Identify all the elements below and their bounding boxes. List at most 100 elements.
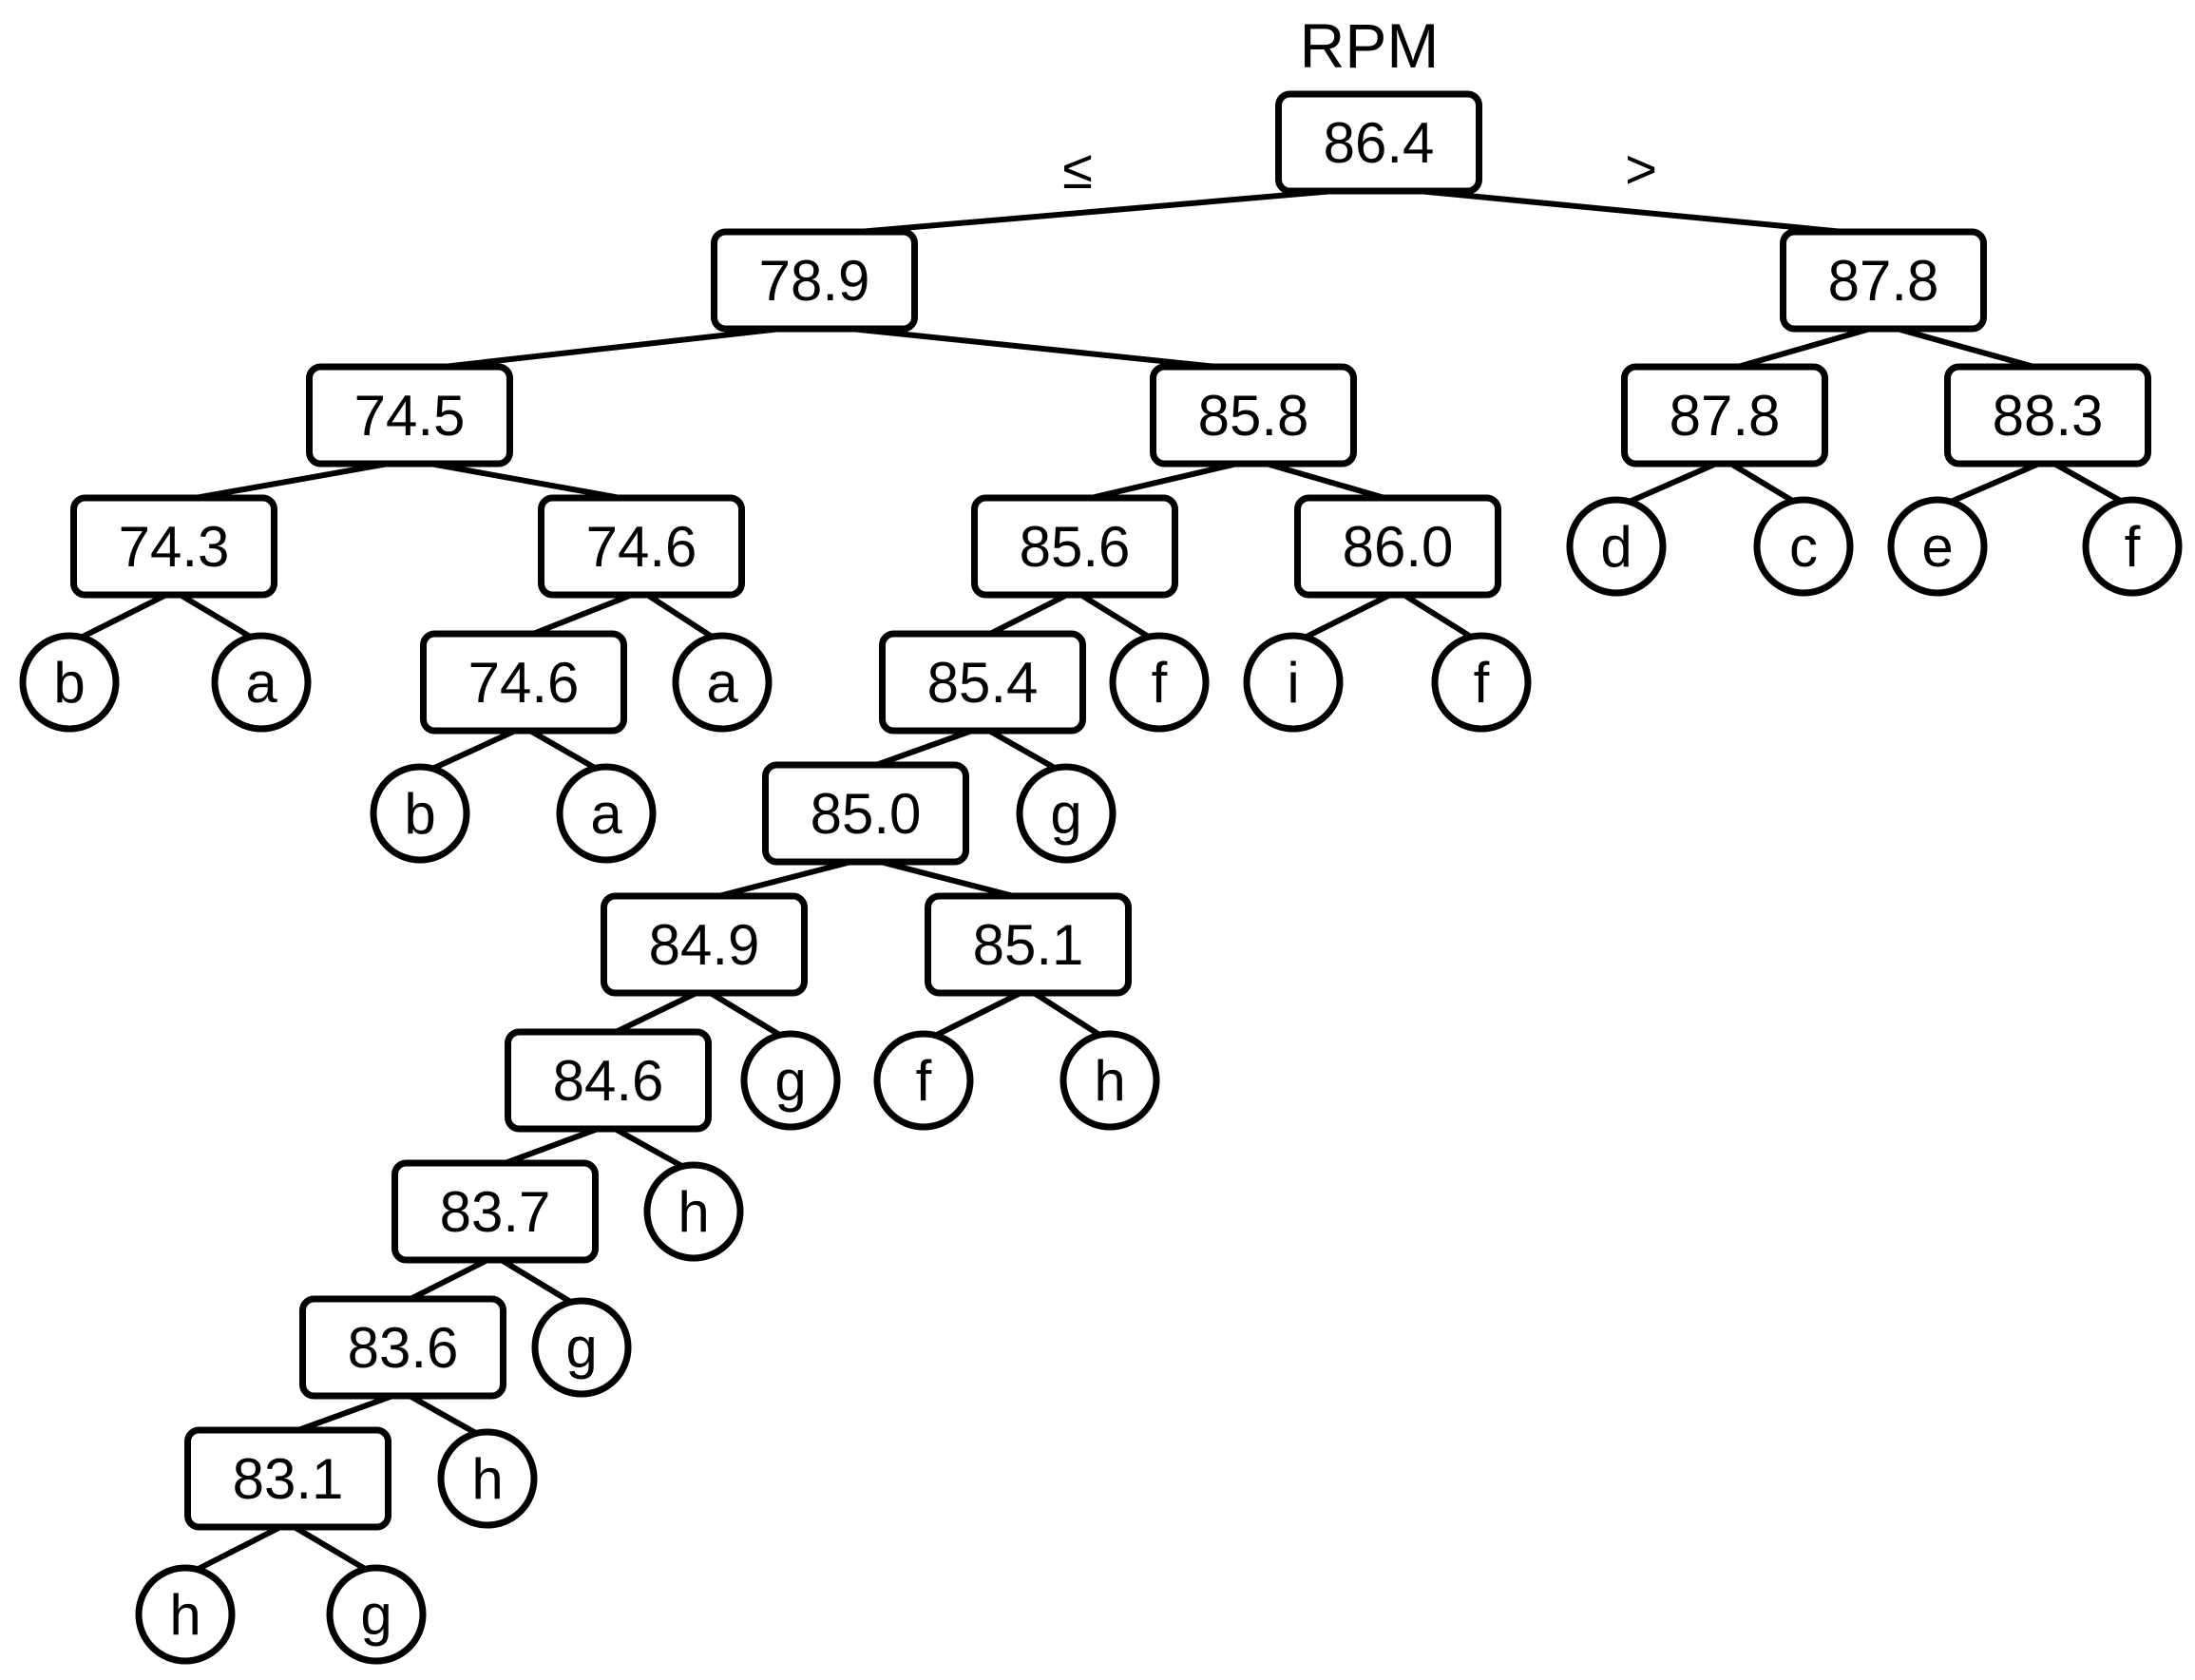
threshold-label-n4: 85.8	[1198, 384, 1309, 448]
leaf-label-l4: f	[2125, 515, 2141, 579]
split-node-n13: 85.0	[762, 761, 969, 866]
edge-n0-n1	[811, 184, 1382, 239]
leaf-node-l11: b	[370, 763, 470, 864]
split-node-n4: 85.8	[1150, 363, 1357, 468]
split-node-n9: 85.6	[971, 494, 1178, 599]
tree-header: RPM ≤ >	[1062, 10, 1657, 200]
edge-n19-l20	[182, 1520, 291, 1578]
leaf-node-l5: b	[19, 632, 120, 733]
threshold-label-n7: 74.3	[119, 515, 230, 579]
split-node-n14: 84.9	[601, 892, 808, 997]
split-node-n1: 78.9	[711, 228, 918, 333]
leaf-label-l17: h	[678, 1180, 709, 1244]
split-node-n3: 74.5	[306, 363, 513, 468]
split-node-n8: 74.6	[538, 494, 745, 599]
leaf-node-l16: h	[1059, 1030, 1160, 1131]
threshold-label-n5: 87.8	[1670, 384, 1781, 448]
edge-n9-n12	[980, 588, 1078, 640]
threshold-label-n10: 86.0	[1343, 515, 1454, 579]
leaf-label-l5: b	[53, 651, 85, 715]
threshold-label-n18: 83.6	[348, 1316, 459, 1380]
leaf-label-l16: h	[1094, 1049, 1125, 1113]
split-node-n15: 85.1	[925, 892, 1132, 997]
split-node-n18: 83.6	[299, 1295, 506, 1400]
leaf-node-l7: a	[672, 632, 773, 733]
leaf-node-l8: f	[1109, 632, 1210, 733]
threshold-label-n13: 85.0	[811, 782, 922, 846]
edge-n10-l9	[1290, 588, 1401, 646]
edge-n1-n4	[811, 322, 1256, 373]
edge-n17-n18	[400, 1253, 498, 1306]
split-node-n11: 74.6	[420, 630, 627, 735]
leaf-label-l13: g	[1050, 782, 1081, 846]
leaf-label-l14: g	[774, 1049, 806, 1113]
threshold-label-n14: 84.9	[649, 913, 760, 977]
threshold-label-n0: 86.4	[1324, 111, 1435, 175]
threshold-label-n6: 88.3	[1993, 384, 2104, 448]
leaf-node-l21: g	[326, 1564, 427, 1665]
split-node-n19: 83.1	[184, 1426, 391, 1531]
threshold-label-n2: 87.8	[1828, 249, 1939, 313]
leaf-node-l2: c	[1753, 496, 1854, 597]
edge-n8-n11	[521, 588, 644, 640]
leaf-node-l1: d	[1566, 496, 1667, 597]
leaf-node-l15: f	[873, 1030, 974, 1131]
leaf-label-l8: f	[1152, 651, 1168, 715]
leaf-node-l14: g	[740, 1030, 841, 1131]
leaf-node-l4: f	[2082, 496, 2183, 597]
leaf-label-l11: b	[404, 782, 435, 846]
split-node-n0: 86.4	[1275, 90, 1482, 195]
split-node-n2: 87.8	[1780, 228, 1987, 333]
split-node-n17: 83.7	[391, 1159, 599, 1264]
edge-n5-l1	[1613, 457, 1727, 510]
leaf-label-l2: c	[1789, 515, 1818, 579]
edge-n19-l21	[285, 1520, 379, 1578]
edge-n14-n16	[605, 986, 707, 1039]
threshold-label-n12: 85.4	[927, 651, 1039, 715]
edge-n2-n5	[1722, 322, 1886, 373]
right-branch-symbol: >	[1625, 139, 1657, 200]
split-node-n6: 88.3	[1944, 363, 2151, 468]
threshold-label-n3: 74.5	[354, 384, 466, 448]
threshold-label-n8: 74.6	[586, 515, 697, 579]
leaf-node-l3: e	[1887, 496, 1988, 597]
threshold-label-n11: 74.6	[468, 651, 580, 715]
split-variable-label: RPM	[1300, 10, 1440, 81]
leaf-node-l10: f	[1431, 632, 1532, 733]
leaf-node-l12: a	[556, 763, 657, 864]
leaf-label-l21: g	[360, 1583, 391, 1647]
leaf-node-l13: g	[1016, 763, 1117, 864]
threshold-label-n9: 85.6	[1020, 515, 1131, 579]
edge-n2-n6	[1880, 322, 2051, 373]
threshold-label-n17: 83.7	[440, 1180, 551, 1244]
leaf-label-l7: a	[706, 651, 738, 715]
edge-n1-n3	[407, 322, 817, 373]
leaf-label-l20: h	[169, 1583, 200, 1647]
leaf-node-l18: g	[531, 1297, 632, 1398]
leaf-label-l9: i	[1287, 651, 1299, 715]
edge-n0-n2	[1376, 184, 1886, 239]
leaf-label-l1: d	[1600, 515, 1632, 579]
threshold-label-n1: 78.9	[759, 249, 870, 313]
leaf-label-l18: g	[565, 1316, 597, 1380]
leaf-label-l3: e	[1921, 515, 1953, 579]
leaf-node-l9: i	[1243, 632, 1344, 733]
edge-n15-l15	[921, 986, 1031, 1044]
left-branch-symbol: ≤	[1062, 139, 1093, 200]
leaf-label-l10: f	[1474, 651, 1490, 715]
leaf-label-l6: a	[245, 651, 277, 715]
threshold-label-n15: 85.1	[973, 913, 1084, 977]
leaf-label-l19: h	[471, 1447, 503, 1511]
threshold-label-n16: 84.6	[553, 1049, 664, 1113]
split-node-n7: 74.3	[70, 494, 277, 599]
leaf-node-l17: h	[643, 1161, 744, 1262]
edge-n11-l11	[417, 724, 526, 777]
split-node-n12: 85.4	[879, 630, 1086, 735]
leaf-label-l12: a	[590, 782, 622, 846]
tree-nodes: 86.4 78.9 87.8 74.5 85.8 87.8 88.3 74.3 74.6 85.6…	[19, 90, 2183, 1665]
edge-n7-l5	[67, 588, 177, 646]
split-node-n5: 87.8	[1621, 363, 1828, 468]
split-node-n16: 84.6	[505, 1028, 712, 1133]
threshold-label-n19: 83.1	[233, 1447, 344, 1511]
